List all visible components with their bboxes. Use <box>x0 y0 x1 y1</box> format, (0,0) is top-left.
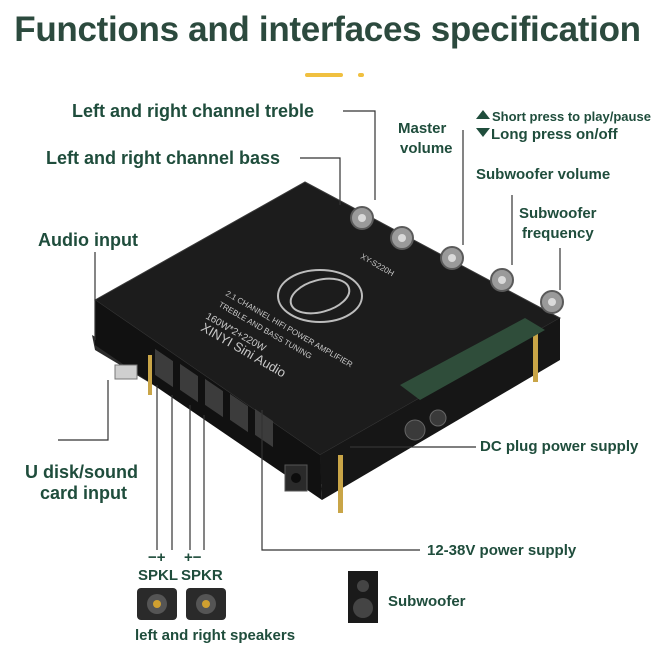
label-subwoofer: Subwoofer <box>388 593 466 610</box>
label-power-supply: 12-38V power supply <box>427 542 577 559</box>
label-polarity-right: +− <box>184 549 202 566</box>
standoff-3 <box>148 355 152 395</box>
leader-bass <box>300 157 341 205</box>
label-polarity-left: −+ <box>148 549 166 566</box>
pcb-components <box>400 318 545 400</box>
usb-port <box>114 364 138 380</box>
label-treble: Left and right channel treble <box>72 101 315 121</box>
label-sub-freq-2: frequency <box>522 225 594 242</box>
standoff-2 <box>533 330 538 382</box>
page-title: Functions and interfaces specification <box>14 10 641 49</box>
leader-udisk <box>58 380 109 441</box>
long-press-arrow-down-icon <box>476 128 490 137</box>
label-udisk-1: U disk/sound <box>25 462 139 482</box>
label-master-2: volume <box>400 140 453 157</box>
label-short-press: Short press to play/pause <box>492 109 651 124</box>
label-audio-input: Audio input <box>38 230 138 250</box>
label-udisk-2: card input <box>40 483 128 503</box>
board-top-face <box>94 181 562 456</box>
label-bass: Left and right channel bass <box>46 148 281 168</box>
board-right-face <box>320 318 560 500</box>
leader-power <box>261 410 420 551</box>
speaker-icon <box>137 588 177 620</box>
dc-jack-hole <box>291 473 301 483</box>
capacitor-1 <box>404 419 426 441</box>
label-sub-volume: Subwoofer volume <box>476 166 611 183</box>
label-sub-freq-1: Subwoofer <box>519 205 597 222</box>
board-logo <box>277 269 363 323</box>
subwoofer-icon <box>348 571 378 623</box>
title-underline-dash <box>305 73 343 77</box>
speaker-icon <box>186 588 226 620</box>
leader-lines <box>58 110 561 551</box>
speaker-terminal-block <box>155 348 273 448</box>
capacitor-2 <box>429 409 447 427</box>
label-master-1: Master <box>398 120 447 137</box>
label-speakers: left and right speakers <box>135 627 296 644</box>
label-dc-plug: DC plug power supply <box>480 438 639 455</box>
standoff-1 <box>338 455 343 513</box>
label-spkr: SPKR <box>181 567 223 584</box>
title-underline-dot <box>358 73 364 77</box>
label-long-press: Long press on/off <box>491 126 618 143</box>
label-spkl: SPKL <box>138 567 179 584</box>
short-press-arrow-up-icon <box>476 110 490 119</box>
leader-treble <box>343 110 376 200</box>
